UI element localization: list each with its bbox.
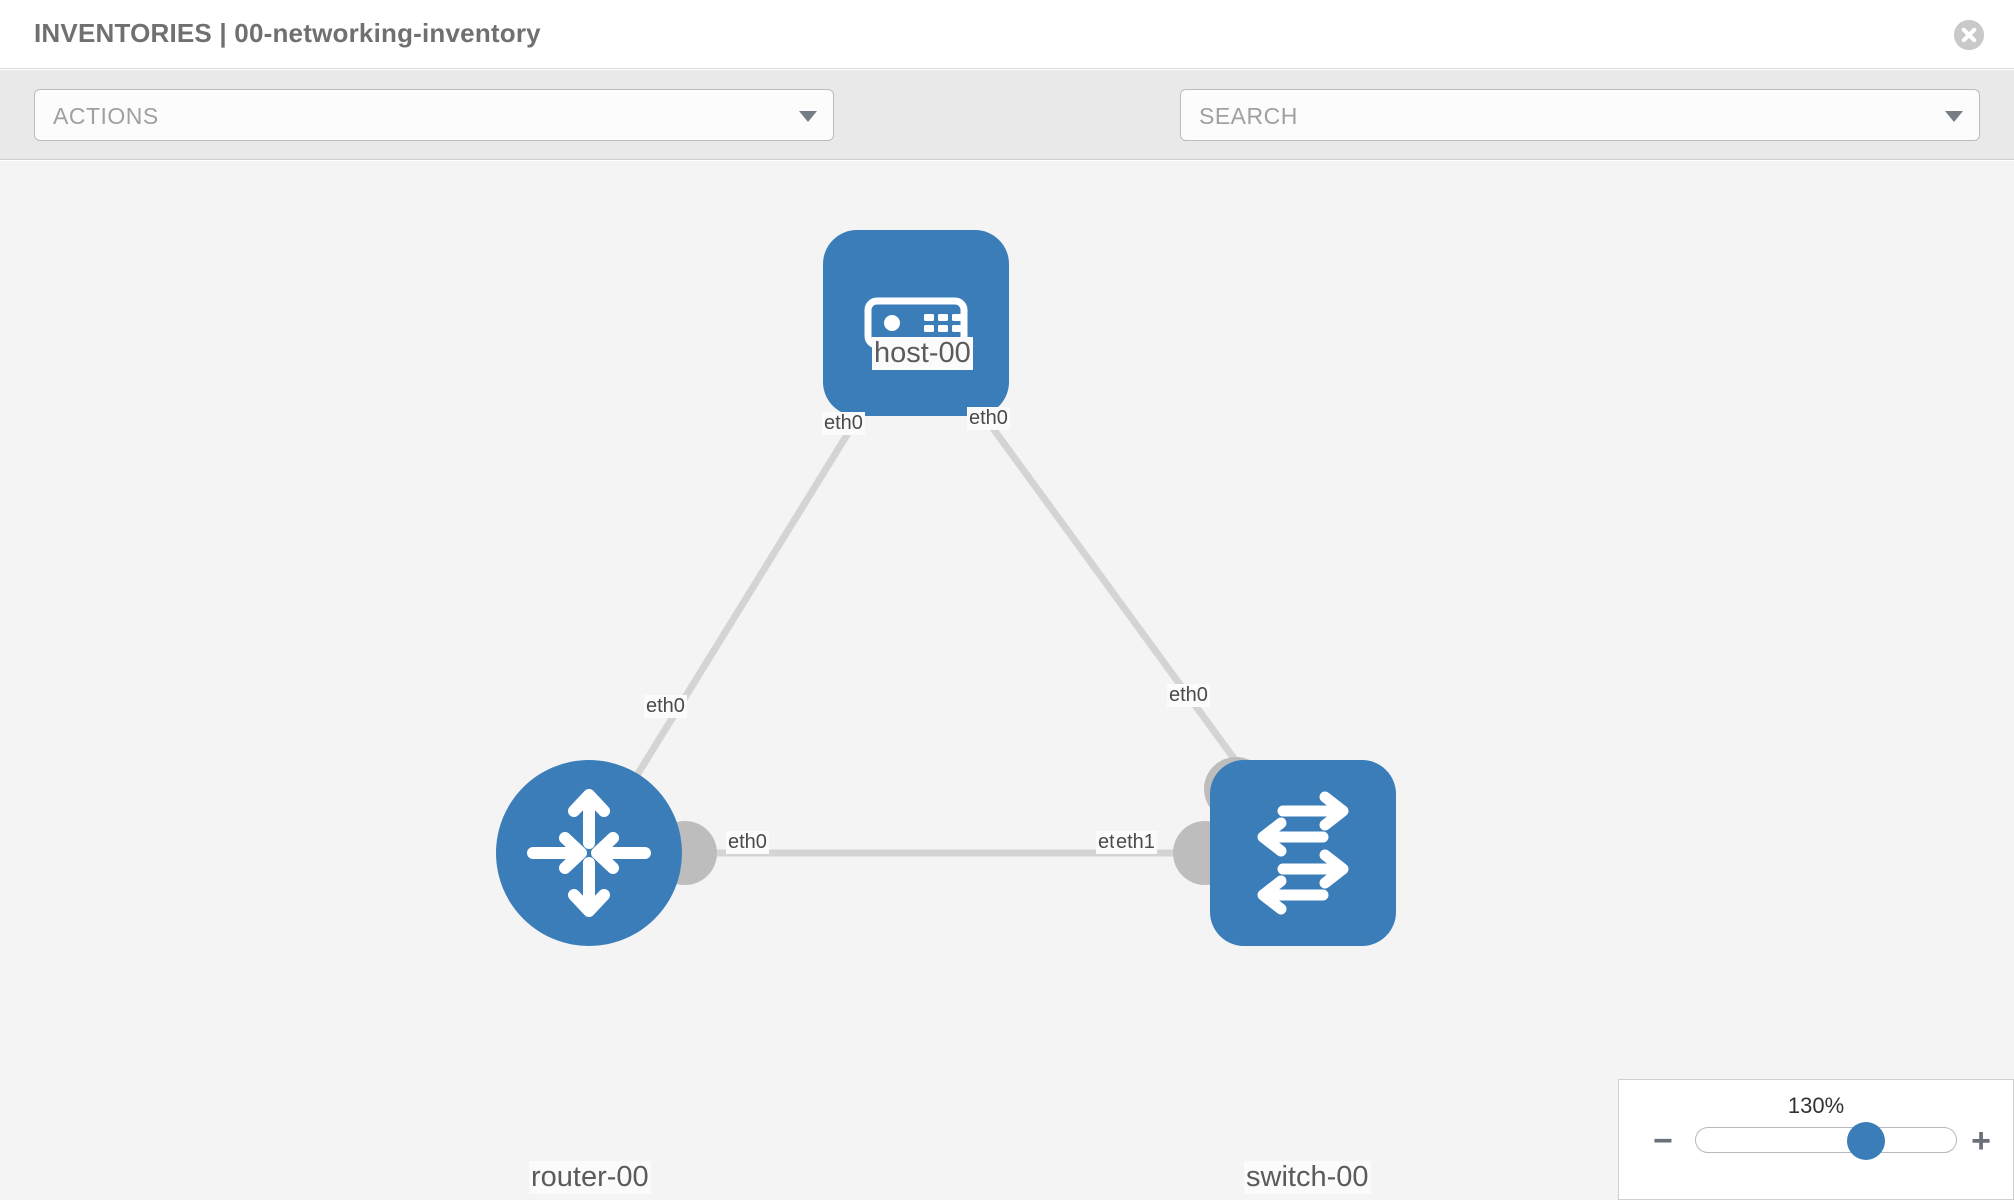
node-host-00[interactable] <box>823 230 1009 416</box>
close-icon[interactable] <box>1954 20 1984 50</box>
edge-label-router-eth0-right: eth0 <box>726 831 769 854</box>
chevron-down-icon <box>1945 111 1963 122</box>
node-router-00[interactable] <box>496 760 682 946</box>
actions-dropdown[interactable]: ACTIONS <box>34 89 834 141</box>
node-label-router-00: router-00 <box>529 1161 651 1194</box>
zoom-slider[interactable] <box>1695 1122 1957 1160</box>
node-switch-00[interactable] <box>1210 760 1396 946</box>
edge-label-host-eth0-right: eth0 <box>967 407 1010 430</box>
toolbar: ACTIONS SEARCH <box>0 70 2014 200</box>
edge-label-router-eth0-up: eth0 <box>644 695 687 718</box>
chevron-down-icon <box>799 111 817 122</box>
edge-label-switch-eth0-up: eth0 <box>1167 684 1210 707</box>
topology-canvas[interactable]: host-00 router-00 switch-00 eth0 eth0 et… <box>0 161 2014 1200</box>
zoom-in-button[interactable]: + <box>1971 1122 1991 1160</box>
search-input[interactable]: SEARCH <box>1199 103 1298 129</box>
zoom-level-value: 130% <box>1787 1093 1845 1118</box>
zoom-slider-thumb[interactable] <box>1847 1122 1885 1160</box>
interface-connectors <box>653 334 1268 885</box>
edge-label-switch-eth1: eth1 <box>1114 831 1157 854</box>
node-label-host-00: host-00 <box>872 337 973 370</box>
topology-graph <box>496 230 1396 946</box>
node-label-switch-00: switch-00 <box>1244 1161 1371 1194</box>
page-title: INVENTORIES | 00-networking-inventory <box>34 18 541 48</box>
edge-label-host-eth0-left: eth0 <box>822 412 865 435</box>
zoom-out-button[interactable]: − <box>1653 1122 1673 1160</box>
search-dropdown[interactable]: SEARCH <box>1180 89 1980 141</box>
page-header: INVENTORIES | 00-networking-inventory <box>0 0 2014 69</box>
zoom-panel: 130% − + <box>1618 1079 2014 1200</box>
actions-dropdown-label: ACTIONS <box>53 103 159 129</box>
